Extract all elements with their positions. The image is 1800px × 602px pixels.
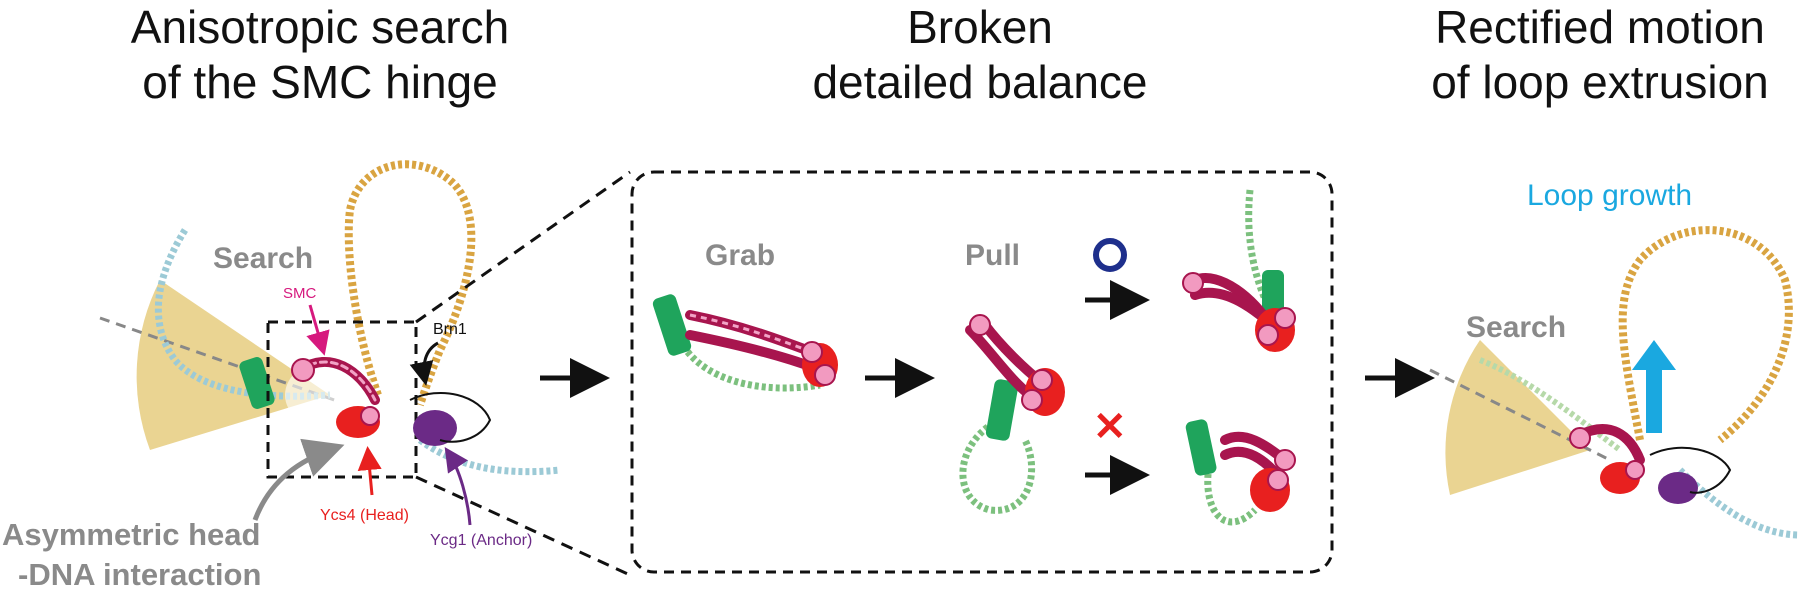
loop-growth-arrow-shaft bbox=[1646, 365, 1662, 433]
zoom-connector-bottom bbox=[415, 475, 631, 577]
pull-complex bbox=[959, 314, 1065, 514]
title-anisotropic-search: Anisotropic search of the SMC hinge bbox=[60, 0, 580, 110]
brn1-arrow bbox=[409, 341, 439, 386]
title-middle-line1: Broken bbox=[907, 1, 1053, 53]
dna-strand-blue-right-panel bbox=[1677, 467, 1800, 539]
title-rectified-motion: Rectified motion of loop extrusion bbox=[1400, 0, 1800, 110]
smc-arrow bbox=[306, 304, 330, 356]
grab-label: Grab bbox=[705, 239, 775, 272]
dna-loop-orange-right bbox=[1618, 226, 1793, 444]
rejected-x-symbol: ✕ bbox=[1093, 405, 1127, 449]
rejected-complex bbox=[1185, 419, 1296, 526]
zoom-box bbox=[266, 320, 418, 479]
anchor-right bbox=[1658, 472, 1698, 504]
ycs4-label: Ycs4 (Head) bbox=[320, 507, 409, 524]
search-label-left: Search bbox=[213, 242, 313, 275]
asymmetric-label-line1: Asymmetric head bbox=[2, 517, 260, 552]
title-right-line1: Rectified motion bbox=[1435, 1, 1765, 53]
dna-loop-orange-left bbox=[344, 160, 476, 407]
pull-label: Pull bbox=[965, 239, 1020, 272]
ycg1-anchor-left bbox=[413, 410, 457, 446]
title-right-line2: of loop extrusion bbox=[1431, 56, 1769, 108]
dna-strand-blue-right bbox=[417, 437, 561, 476]
asymmetric-arrow bbox=[252, 438, 345, 521]
dna-strand-green-right bbox=[1478, 357, 1622, 453]
right-panel: Loop growth Search bbox=[1429, 179, 1800, 539]
left-panel: Search SMC Brn1 Ycs4 (Head) Ycg1 (Anchor… bbox=[2, 160, 631, 592]
detail-box bbox=[630, 170, 1334, 574]
middle-panel: Grab Pull bbox=[630, 170, 1334, 574]
ycg1-label: Ycg1 (Anchor) bbox=[430, 532, 532, 549]
loop-growth-arrow-head bbox=[1632, 340, 1676, 370]
grab-complex bbox=[652, 294, 838, 392]
ycs4-arrow bbox=[357, 446, 382, 496]
accepted-o-symbol bbox=[1093, 238, 1127, 272]
asymmetric-label-line2: -DNA interaction bbox=[18, 557, 261, 592]
smc-hinge-left bbox=[291, 358, 315, 382]
loop-growth-label: Loop growth bbox=[1527, 179, 1692, 212]
ycg1-arrow bbox=[444, 447, 472, 526]
search-fan-right bbox=[1445, 340, 1590, 495]
zoom-connector-top bbox=[415, 170, 631, 324]
title-left-line2: of the SMC hinge bbox=[142, 56, 498, 108]
smc-label: SMC bbox=[283, 285, 317, 302]
title-middle-line2: detailed balance bbox=[812, 56, 1148, 108]
accepted-complex bbox=[1182, 189, 1296, 352]
title-broken-detailed-balance: Broken detailed balance bbox=[700, 0, 1260, 110]
green-anchor-left bbox=[239, 357, 275, 409]
dna-strand-blue-left bbox=[154, 228, 331, 400]
brn1-label: Brn1 bbox=[433, 321, 467, 338]
search-label-right: Search bbox=[1466, 311, 1566, 344]
title-left-line1: Anisotropic search bbox=[130, 1, 510, 53]
